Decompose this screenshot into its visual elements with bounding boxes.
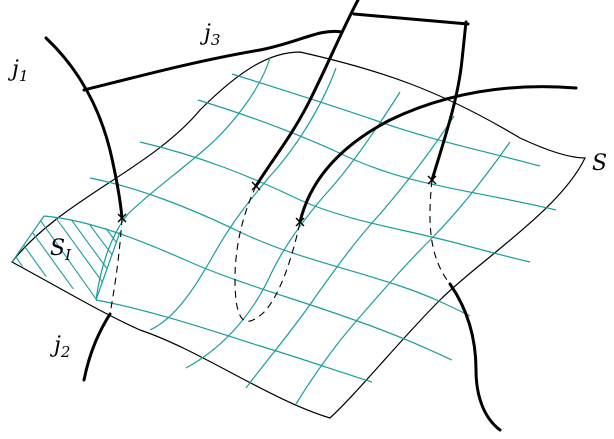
hatched-region-border	[11, 215, 121, 301]
label-j3: j3	[199, 21, 220, 49]
hidden-continuations	[109, 179, 451, 322]
jet-j2-line	[82, 312, 112, 382]
label-j1: j1	[7, 57, 28, 85]
jet-j1-line	[44, 36, 124, 220]
label-si: SI	[50, 236, 72, 264]
hatched-region-si	[12, 216, 120, 300]
label-s: S	[592, 151, 607, 176]
crossing-markers	[117, 175, 437, 227]
cross-marker-1	[117, 213, 127, 223]
jet-curved	[298, 85, 578, 224]
label-j2: j2	[49, 333, 70, 361]
surface-grid	[43, 57, 557, 405]
jet-j1-connector	[82, 29, 344, 92]
jets	[44, 0, 578, 432]
jet-j3-left	[254, 0, 360, 188]
jet-j3-right	[430, 20, 468, 182]
cross-marker-3	[295, 217, 305, 227]
cross-marker-2	[251, 181, 261, 191]
jet-j3-bracket	[352, 12, 470, 26]
cross-marker-4	[427, 175, 437, 185]
surface-outline	[11, 51, 586, 419]
jet-lower-right	[448, 282, 502, 432]
